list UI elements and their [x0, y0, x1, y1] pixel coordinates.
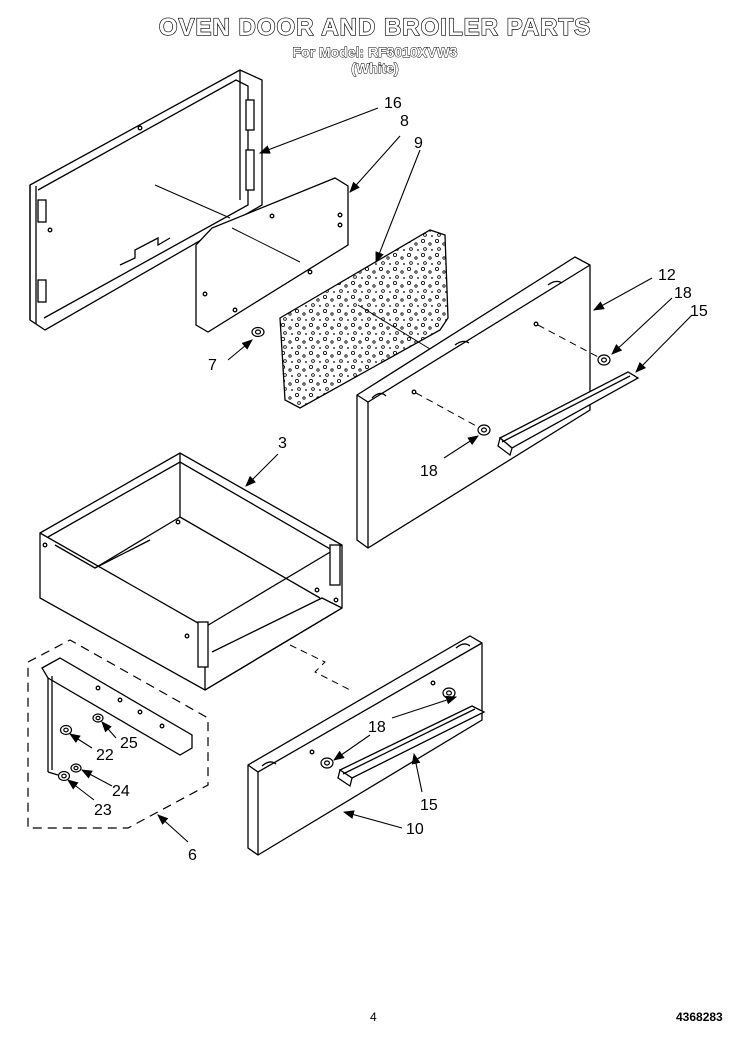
callout-15-lower: 15 [420, 797, 438, 814]
callout-25: 25 [120, 735, 138, 752]
arrow-9 [375, 149, 421, 264]
callout-7: 7 [208, 357, 217, 374]
leader-line-16 [154, 184, 231, 219]
color-line: (White) [351, 60, 399, 77]
callout-24: 24 [112, 783, 130, 800]
alignment-line [289, 644, 351, 691]
arrow-24 [81, 769, 113, 787]
slide-rail [41, 657, 193, 776]
callout-23: 23 [94, 802, 112, 819]
page-title: OVEN DOOR AND BROILER PARTS [158, 13, 592, 41]
door-panel-part-8 [195, 177, 349, 333]
outer-door-part-12 [356, 256, 591, 549]
alignment-line [415, 392, 481, 429]
callout-15-upper: 15 [690, 303, 708, 320]
arrow-22 [69, 733, 93, 749]
callout-16: 16 [384, 95, 402, 112]
arrow-8 [349, 135, 401, 193]
callout-8: 8 [400, 113, 409, 130]
arrow-7 [227, 339, 253, 361]
callout-18-middle: 18 [420, 463, 438, 480]
door-liner-part-16 [29, 69, 263, 331]
arrow-16 [258, 107, 379, 154]
arrow-25 [101, 721, 117, 739]
insulation-part-9 [279, 229, 449, 409]
callout-6: 6 [188, 847, 197, 864]
slide-assembly-part-6-outline [27, 639, 209, 829]
page-number: 4 [370, 1010, 377, 1024]
arrow-6 [157, 814, 189, 843]
callout-10: 10 [406, 821, 424, 838]
callout-9: 9 [414, 135, 423, 152]
arrow-12 [593, 277, 653, 311]
arrow-15-lower [411, 752, 423, 793]
arrow-18-upper [611, 297, 673, 355]
document-number: 4368283 [676, 1010, 723, 1024]
arrow-18-lower-b [333, 734, 371, 761]
arrow-18-middle [443, 435, 479, 459]
callout-22: 22 [96, 747, 114, 764]
arrow-15-upper [635, 314, 693, 373]
handle-part-15-lower [337, 705, 486, 788]
arrow-3 [245, 453, 279, 487]
arrow-10 [342, 810, 403, 829]
drawer-front-part-10 [247, 635, 483, 856]
arrow-23 [67, 779, 95, 801]
arrow-18-lower-a [391, 695, 458, 719]
leader-arrows [67, 107, 693, 843]
spacer-part-18 [477, 354, 611, 436]
spacer-part-18-lower [320, 687, 456, 769]
callout-3: 3 [278, 435, 287, 452]
callout-18-lower: 18 [368, 719, 386, 736]
leader-line-8 [231, 227, 301, 263]
slide-hardware [57, 713, 104, 782]
model-line: For Model: RF3010XVW3 [292, 44, 458, 61]
handle-part-15-upper [497, 371, 640, 457]
screw-part-7 [251, 326, 265, 338]
broiler-drawer-part-3 [39, 452, 343, 691]
callout-12: 12 [658, 267, 676, 284]
callout-18-upper: 18 [674, 285, 692, 302]
